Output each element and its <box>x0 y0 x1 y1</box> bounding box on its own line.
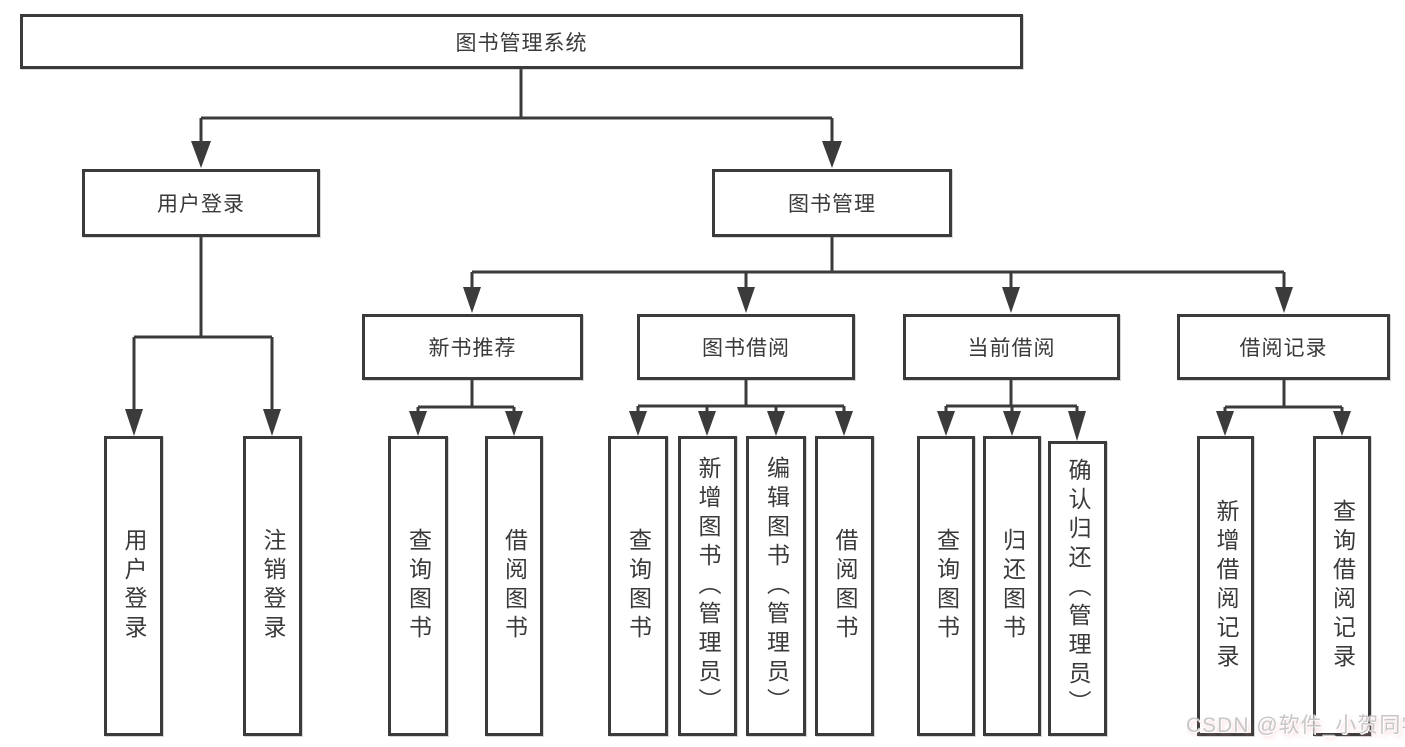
leaf-add-book-admin-label: 新增图书（管理员） <box>695 455 721 717</box>
connector-user-login-to-leaves <box>125 237 281 436</box>
leaf-edit-book-admin: 编辑图书（管理员） <box>746 436 806 736</box>
leaf-query-book-2-label: 查询图书 <box>625 528 652 644</box>
leaf-add-book-admin: 新增图书（管理员） <box>678 436 737 736</box>
leaf-borrow-book-1: 借阅图书 <box>485 436 543 736</box>
leaf-user-login: 用户登录 <box>104 436 163 736</box>
leaf-confirm-return-admin-label: 确认归还（管理员） <box>1065 458 1091 719</box>
leaf-borrow-book-2-label: 借阅图书 <box>832 528 858 644</box>
node-user-login-label: 用户登录 <box>157 193 245 216</box>
leaf-query-borrow-record: 查询借阅记录 <box>1313 436 1371 736</box>
leaf-query-book-1: 查询图书 <box>388 436 448 736</box>
node-book-borrow: 图书借阅 <box>637 314 855 380</box>
connector-current-borrow-to-leaves <box>937 380 1086 441</box>
leaf-query-book-2: 查询图书 <box>608 436 668 736</box>
csdn-watermark: CSDN @软件_小贺同学 <box>1186 714 1405 737</box>
leaf-add-borrow-record: 新增借阅记录 <box>1197 436 1254 736</box>
leaf-borrow-book-1-label: 借阅图书 <box>501 528 528 644</box>
leaf-add-borrow-record-label: 新增借阅记录 <box>1213 499 1239 673</box>
connector-root-to-level2 <box>191 69 842 168</box>
node-current-borrow: 当前借阅 <box>903 314 1120 380</box>
node-book-borrow-label: 图书借阅 <box>702 337 790 360</box>
leaf-query-book-3-label: 查询图书 <box>933 528 960 644</box>
connector-new-book-to-leaves <box>409 380 523 436</box>
connector-borrow-record-to-leaves <box>1216 380 1351 436</box>
leaf-borrow-book-2: 借阅图书 <box>815 436 874 736</box>
node-root-system-label: 图书管理系统 <box>455 31 588 55</box>
leaf-confirm-return-admin: 确认归还（管理员） <box>1048 441 1107 736</box>
leaf-query-book-1-label: 查询图书 <box>405 528 432 644</box>
node-current-borrow-label: 当前借阅 <box>967 337 1056 360</box>
node-borrow-record-label: 借阅记录 <box>1239 337 1328 360</box>
leaf-query-borrow-record-label: 查询借阅记录 <box>1329 499 1356 673</box>
node-borrow-record: 借阅记录 <box>1177 314 1390 380</box>
node-root-system: 图书管理系统 <box>20 14 1023 69</box>
leaf-return-book: 归还图书 <box>983 436 1041 736</box>
leaf-edit-book-admin-label: 编辑图书（管理员） <box>763 455 790 717</box>
leaf-return-book-label: 归还图书 <box>999 528 1026 644</box>
node-book-mgmt: 图书管理 <box>712 169 952 237</box>
connector-book-mgmt-to-level3 <box>463 237 1293 313</box>
node-user-login: 用户登录 <box>82 169 320 237</box>
connector-book-borrow-to-leaves <box>629 380 853 436</box>
leaf-query-book-3: 查询图书 <box>917 436 975 736</box>
leaf-logout-label: 注销登录 <box>260 528 286 644</box>
leaf-user-login-label: 用户登录 <box>121 528 147 644</box>
node-new-book-rec: 新书推荐 <box>362 314 583 380</box>
node-book-mgmt-label: 图书管理 <box>788 193 876 216</box>
leaf-logout: 注销登录 <box>243 436 302 736</box>
node-new-book-rec-label: 新书推荐 <box>428 337 517 360</box>
